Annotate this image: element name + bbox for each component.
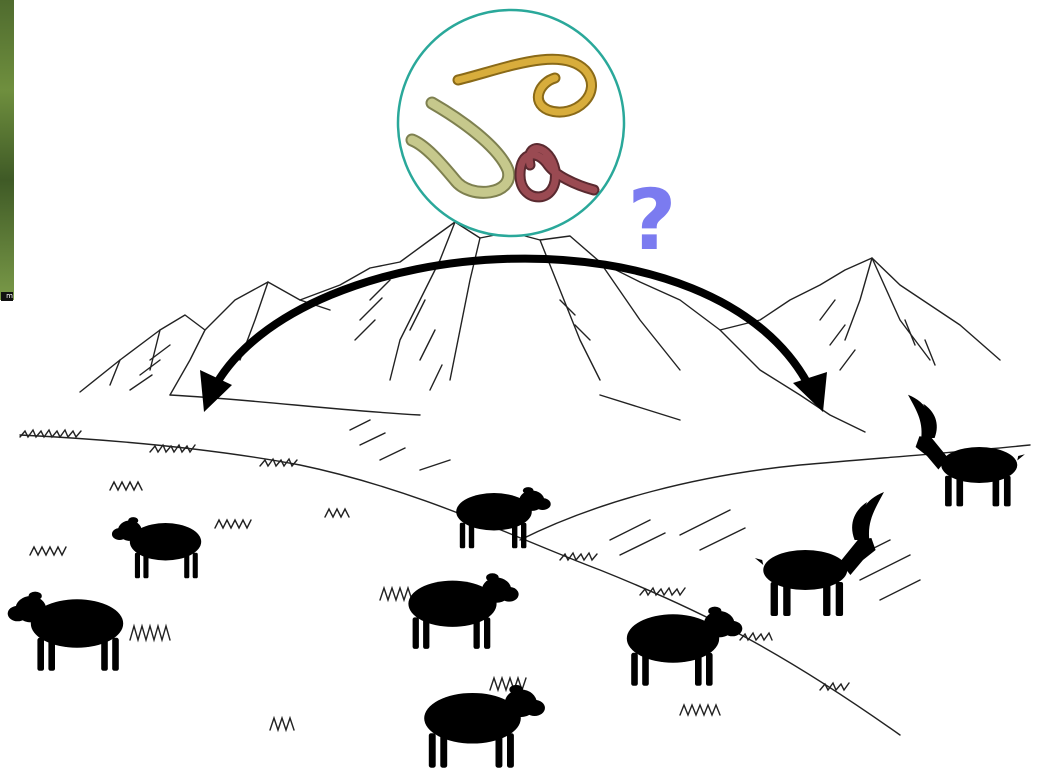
sheep-silhouette-icon (627, 607, 743, 686)
sheep-silhouette-icon (8, 592, 124, 671)
transmission-arrow (200, 259, 827, 412)
mountain-base (170, 395, 680, 420)
ibex-silhouette-icon (908, 395, 1025, 507)
question-mark: ? (622, 170, 682, 270)
sheep-silhouette-icon (112, 517, 201, 578)
sheep-silhouette-icon (456, 487, 551, 548)
mountain-center-outline (300, 222, 865, 432)
parasite-inset (398, 10, 624, 236)
meadow-lines (20, 420, 1030, 735)
mountain-range (80, 222, 1000, 432)
sheep-silhouette-icon (408, 573, 518, 649)
ibex-silhouette-icon (755, 492, 884, 616)
mountain-ridge-shading (110, 222, 930, 395)
arrow-head-left (200, 370, 232, 412)
arrow-head-right (793, 372, 827, 412)
arrow-arc (214, 259, 812, 392)
sheep-silhouette-icon (424, 685, 545, 768)
mountain-right-outline (720, 258, 1000, 360)
mountain-hatching (130, 280, 935, 390)
ibex-pair (755, 395, 1025, 616)
